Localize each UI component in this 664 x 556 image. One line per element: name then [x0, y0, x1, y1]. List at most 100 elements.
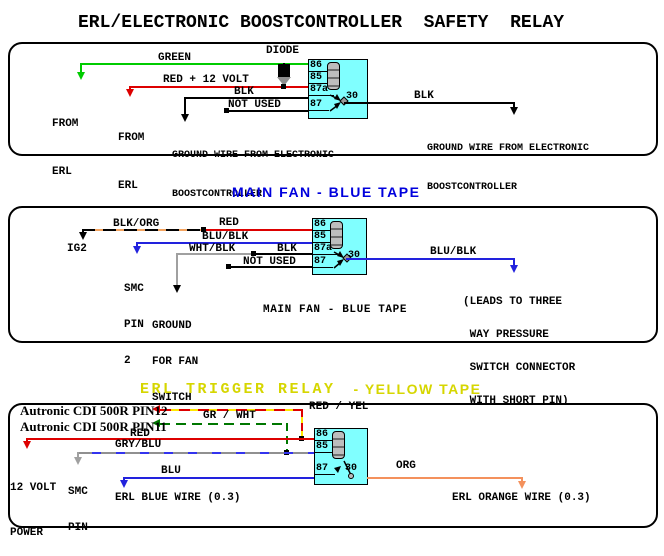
not-used-label: NOT USED: [243, 256, 296, 268]
wire-label-red: RED: [130, 428, 150, 440]
wire-blu-drop: [123, 477, 125, 481]
relay3-pin-85: 85: [315, 441, 335, 453]
wire-gry-drop: [77, 452, 79, 458]
diode-triangle-icon: [277, 77, 291, 86]
relay1-pin-87: 87: [309, 99, 329, 111]
wire-blu-blk-out-drop: [513, 258, 515, 266]
relay1-pin-86: 86: [309, 60, 329, 72]
arrow-black-down-icon: [79, 232, 87, 240]
wire-label-blk: BLK: [277, 243, 297, 255]
wire-label-blu-blk: BLU/BLK: [202, 231, 249, 243]
relay-switch-icon: [329, 94, 349, 112]
relay2-pin-30: 30: [348, 250, 361, 261]
wire-blk-drop: [184, 97, 186, 115]
erl-trigger-title-part2: - YELLOW TAPE: [353, 381, 482, 397]
ground-wire-text-right: GROUND WIRE FROM ELECTRONIC BOOSTCONTROL…: [427, 143, 590, 193]
wire-label-blk-org: BLK/ORG: [113, 218, 160, 230]
wire-red-12v: [129, 86, 308, 88]
relay3-pin-87: 87: [315, 463, 335, 475]
relay2-pin-87a: 87a: [313, 243, 338, 255]
smc-pin-2-text: SMC PIN 2: [124, 283, 144, 367]
arrow-green-down-icon: [77, 72, 85, 80]
arrow-red-down-icon: [126, 89, 134, 97]
wire-gry-blu: [77, 452, 314, 454]
arrow-red-left-icon: [152, 405, 160, 413]
erl-trigger-title-part1: ERL TRIGGER RELAY: [140, 381, 336, 398]
erl-blue-wire-label: ERL BLUE WIRE (0.3): [115, 492, 241, 504]
wire-red-drop: [129, 86, 131, 91]
arrow-green-left-icon: [152, 419, 160, 427]
wire-ground-drop: [176, 253, 178, 286]
wire-org-drop: [521, 477, 523, 482]
wire-green: [80, 63, 308, 65]
wire-blu: [123, 477, 314, 479]
page-title: ERL/ELECTRONIC BOOSTCONTROLLER SAFETY RE…: [78, 13, 565, 33]
main-fan-caption: MAIN FAN - BLUE TAPE: [263, 304, 408, 316]
arrow-black-down-icon: [173, 285, 181, 293]
wire-blu-drop: [136, 242, 138, 247]
wire-blu-blk-out: [346, 258, 515, 260]
twelve-volt-power-text: 12 VOLT POWER FROM ERL: [10, 482, 57, 539]
junction-dot: [251, 251, 256, 256]
wire-blk-org: [82, 229, 203, 231]
wire-label-wht-blk: WHT/BLK: [189, 243, 236, 255]
wire-green-drop: [80, 63, 82, 73]
wire-gr-wht-drop: [286, 423, 288, 451]
wire-red: [203, 229, 312, 231]
relay-switch-icon: [333, 251, 352, 269]
wire-blk: [253, 253, 312, 255]
ground-for-fan-switch-text: GROUND FOR FAN SWITCH: [152, 320, 199, 404]
diode-icon: [278, 64, 290, 77]
wire-label-blk: BLK: [234, 86, 254, 98]
wire-ig2-drop: [82, 229, 84, 233]
junction-dot: [281, 84, 286, 89]
autronic-pin11-label: Autronic CDI 500R PIN11: [20, 419, 167, 434]
wire-label-red-12v: RED + 12 VOLT: [163, 74, 249, 86]
wire-label-red: RED: [219, 217, 239, 229]
ig2-label: IG2: [67, 243, 87, 255]
erl-trigger-title: ERL TRIGGER RELAY - YELLOW TAPE: [140, 381, 481, 398]
wire-label-gr-wht: GR / WHT: [203, 410, 256, 422]
arrow-blue-down-icon: [133, 246, 141, 254]
not-used-label: NOT USED: [228, 99, 281, 111]
wire-red-yel: [160, 409, 303, 411]
wire-label-blu: BLU: [161, 465, 181, 477]
relay-coil-icon: [332, 431, 345, 459]
ground-wire-text-left: GROUND WIRE FROM ELECTRONIC BOOSTCONTROL…: [172, 150, 335, 200]
relay1-pin-30: 30: [346, 91, 359, 102]
wire-label-blk-right: BLK: [414, 90, 434, 102]
junction-dot: [224, 108, 229, 113]
erl-orange-wire-label: ERL ORANGE WIRE (0.3): [452, 492, 591, 504]
wire-label-org: ORG: [396, 460, 416, 472]
wire-wht-blk: [176, 253, 253, 255]
wire-label-green: GREEN: [158, 52, 192, 64]
pressure-switch-note-text: (LEADS TO THREE WAY PRESSURE SWITCH CONN…: [463, 296, 576, 407]
relay2-pin-86: 86: [313, 219, 333, 231]
relay2-pin-87: 87: [313, 256, 333, 268]
wire-label-gry-blu: GRY/BLU: [115, 439, 162, 451]
diode-label: DIODE: [266, 45, 300, 57]
junction-dot: [201, 227, 206, 232]
wire-blk-out-drop: [513, 102, 515, 108]
wire-not-used: [226, 110, 308, 112]
wire-label-blu-blk-right: BLU/BLK: [430, 246, 477, 258]
wire-org: [367, 477, 523, 479]
arrow-gray-down-icon: [74, 457, 82, 465]
wire-blu-blk: [136, 242, 312, 244]
relay1-pin-85: 85: [309, 72, 329, 84]
arrow-black-down-icon: [510, 107, 518, 115]
wire-blk-out: [344, 102, 515, 104]
arrow-black-down-icon: [181, 114, 189, 122]
relay3-pin-30: 30: [345, 463, 358, 474]
arrow-red-down-icon: [23, 441, 31, 449]
arrow-orange-down-icon: [518, 481, 526, 489]
wire-blk-87a: [184, 97, 308, 99]
autronic-pin12-label: Autronic CDI 500R PIN12: [20, 403, 168, 418]
wire-red: [26, 438, 314, 440]
junction-dot: [226, 264, 231, 269]
main-fan-title: MAIN FAN - BLUE TAPE: [232, 184, 421, 200]
arrow-blue-down-icon: [120, 480, 128, 488]
smc-pin-1-text: SMC PIN 1: [68, 486, 88, 534]
relay1-pin-87a: 87a: [309, 84, 334, 96]
